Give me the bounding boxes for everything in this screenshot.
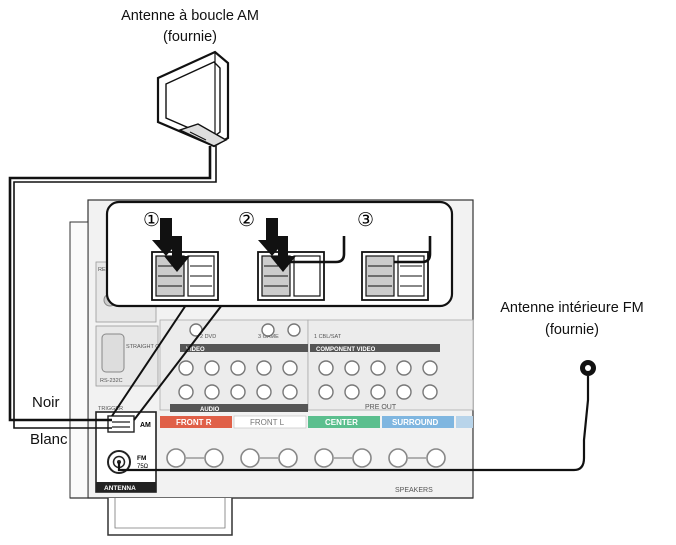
component-label: COMPONENT VIDEO [316, 347, 376, 353]
wire-clamped [394, 236, 432, 264]
straight-cable-label: STRAIGHT CABLE [126, 344, 174, 350]
antenna-terminal-block: AM FM 75Ω ANTENNA [95, 411, 157, 493]
am-antenna-subtitle: (fournie) [163, 29, 217, 45]
wire-inserted [290, 236, 346, 264]
trigger-label: TRIGGER [98, 406, 123, 412]
audio-label: AUDIO [200, 407, 220, 413]
am-antenna-title: Antenne à boucle AM [121, 8, 259, 24]
am-terminal-label: AM [140, 422, 151, 429]
game-label: 3 GAME [258, 334, 279, 340]
dvd-label: 2 DVD [200, 334, 216, 340]
black-wire-label: Noir [32, 394, 60, 411]
fm-terminal-label: FM [137, 455, 146, 462]
fm-antenna-cable [117, 376, 590, 472]
surround-band [382, 416, 454, 428]
step-3-clip [361, 236, 432, 301]
front-r-label: FRONT R [176, 418, 212, 427]
step-2-number: ② [238, 209, 255, 231]
am-loop-antenna [156, 50, 230, 148]
front-l-label: FRONT L [250, 418, 285, 427]
press-arrow-2 [164, 236, 190, 272]
am-antenna-cable [8, 146, 217, 429]
fm-indoor-antenna [117, 360, 596, 472]
front-l-band [233, 415, 307, 429]
speakers-label: SPEAKERS [395, 487, 433, 494]
surround-label: SURROUND [392, 418, 438, 427]
callout-box: ① ② ③ [105, 200, 454, 308]
callout-line-right [133, 304, 223, 421]
fm-ohm-label: 75Ω [137, 464, 149, 470]
press-arrow-4 [270, 236, 296, 272]
speaker-terminals [166, 448, 446, 468]
callout-line-left [111, 304, 187, 417]
white-wire-label: Blanc [30, 431, 68, 448]
center-band [308, 416, 380, 428]
rs232-label: RS-232C [100, 378, 123, 384]
antenna-label: ANTENNA [104, 485, 136, 492]
step-2-clip [257, 218, 346, 301]
fm-antenna-subtitle: (fournie) [545, 322, 599, 338]
cbl-sat-label: 1 CBL/SAT [314, 334, 342, 340]
rca-jacks [178, 323, 438, 400]
step-1-clip [151, 218, 219, 301]
front-r-band [160, 416, 232, 428]
center-label: CENTER [325, 418, 358, 427]
video-label: VIDEO [186, 347, 205, 353]
step-1-number: ① [143, 209, 160, 231]
pre-out-label: PRE OUT [365, 404, 397, 411]
fm-antenna-title: Antenne intérieure FM [500, 300, 644, 316]
step-3-number: ③ [357, 209, 374, 231]
